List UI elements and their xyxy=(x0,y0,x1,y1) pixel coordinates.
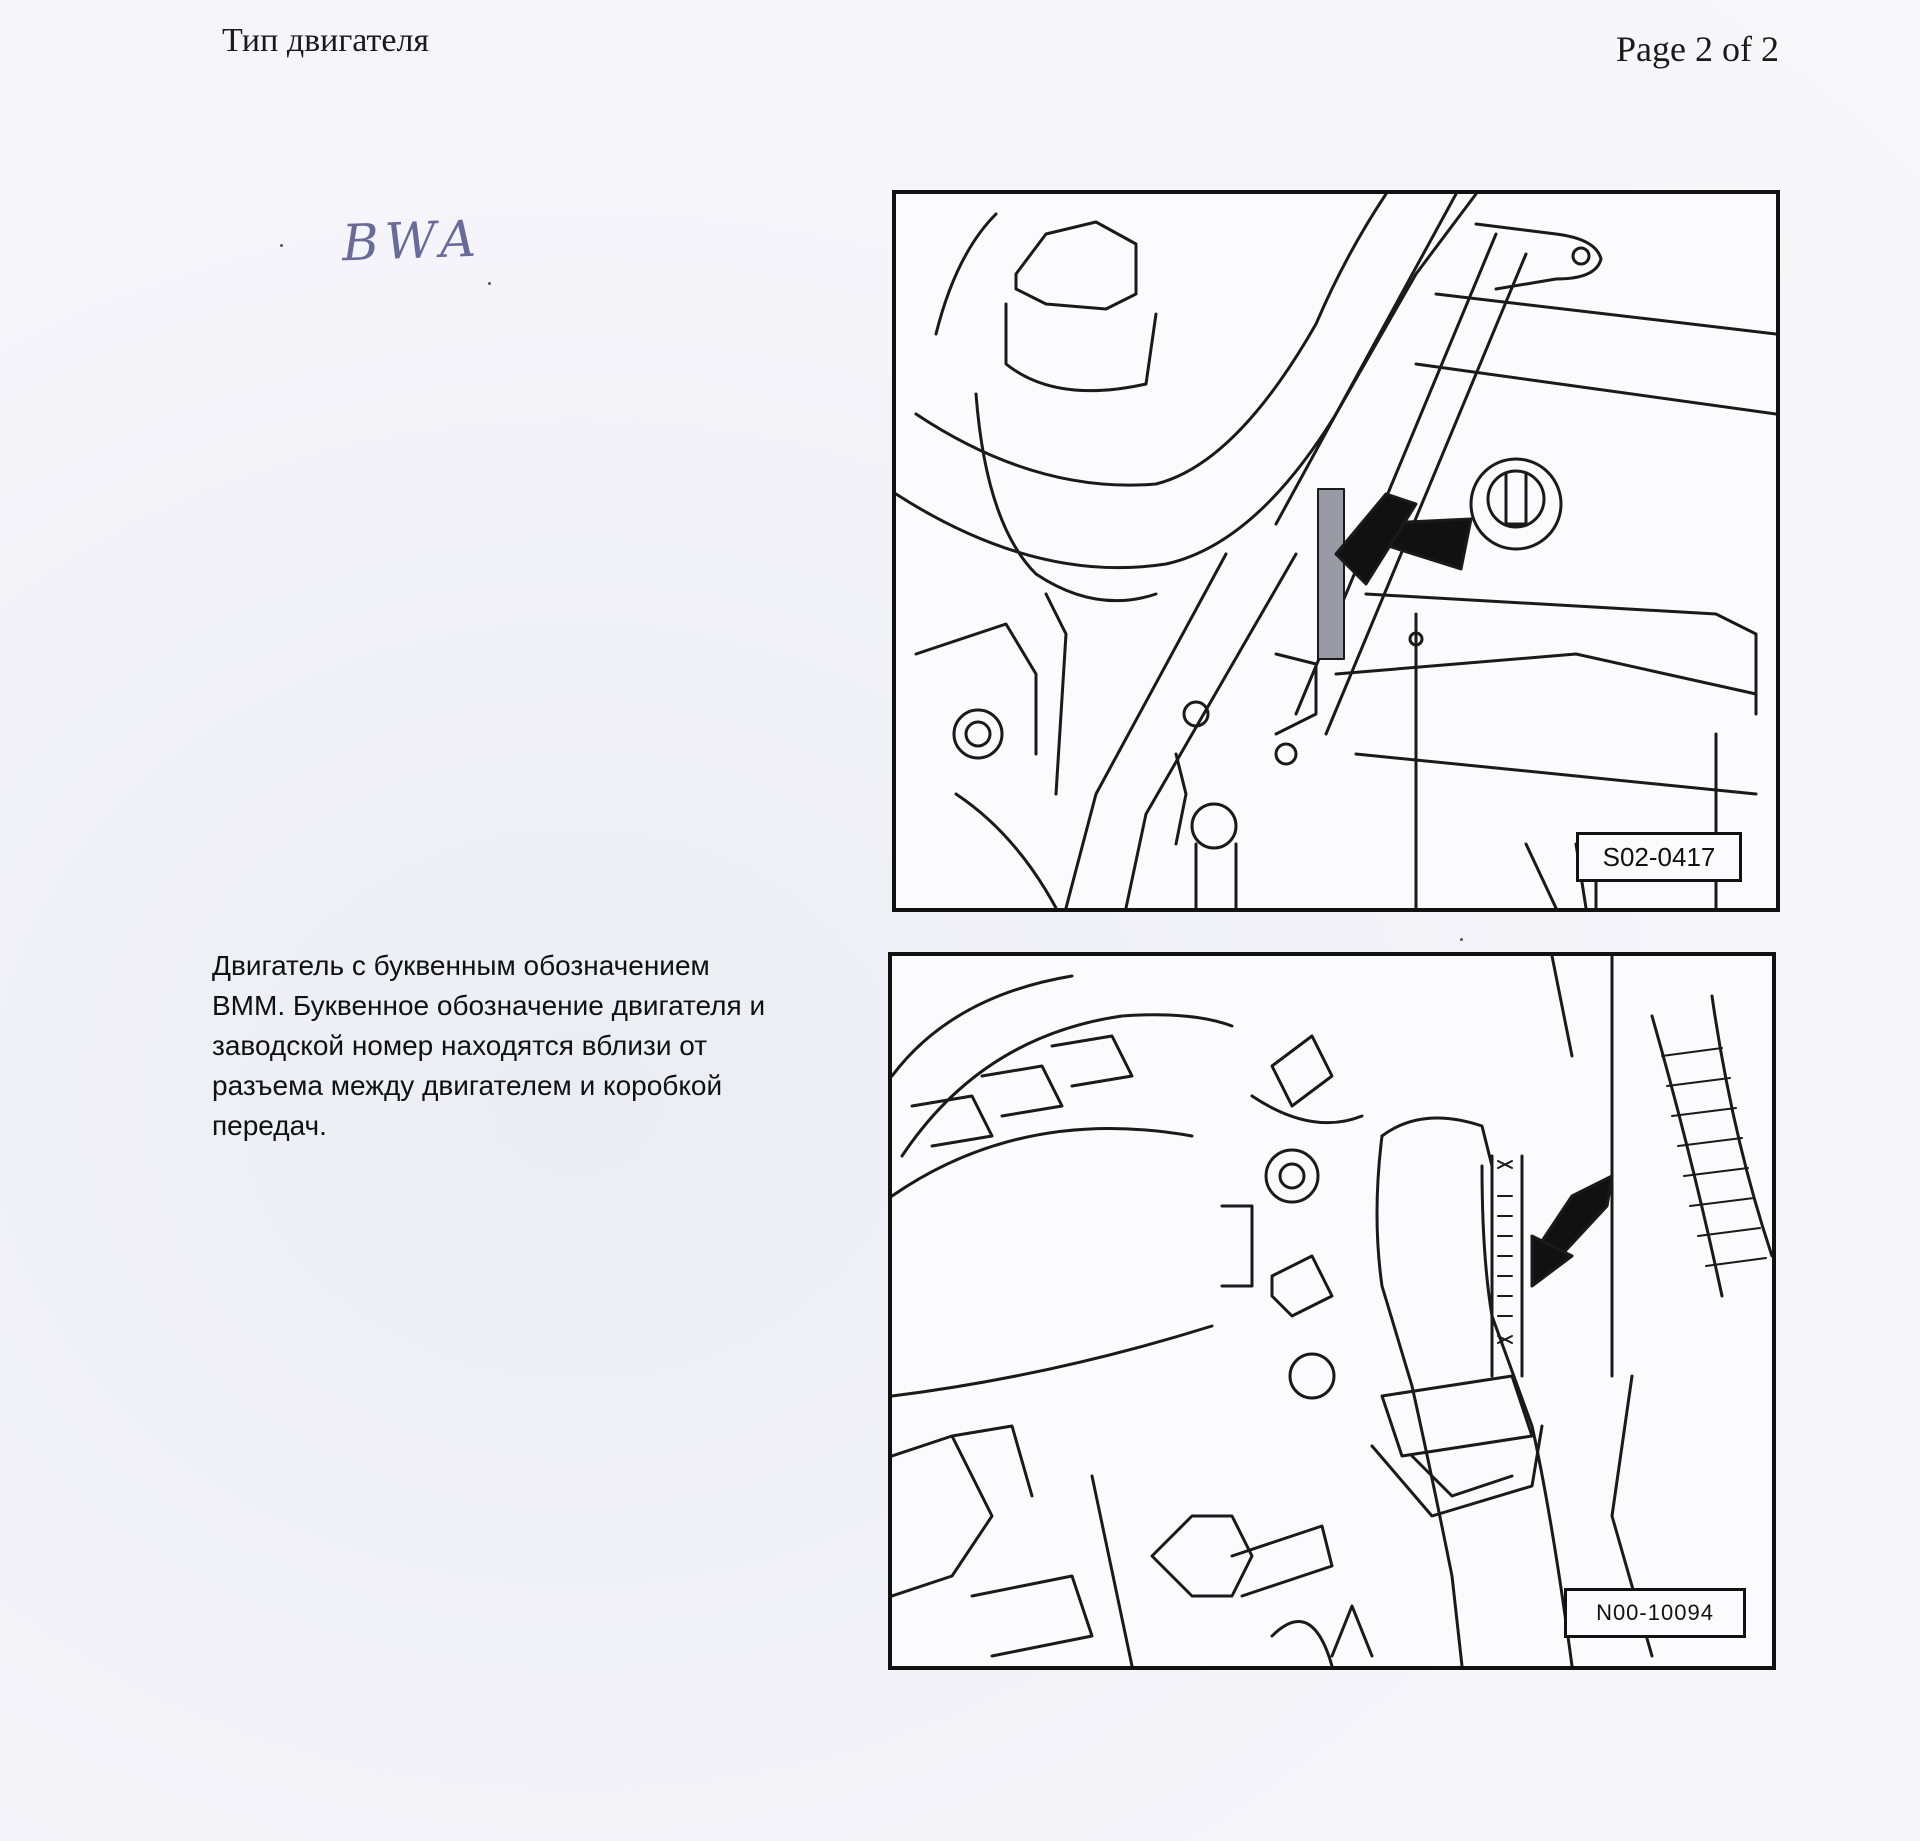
page-number: Page 2 of 2 xyxy=(1616,29,1779,69)
engine-figure-1: S02-0417 xyxy=(892,190,1780,912)
figure-code-label: S02-0417 xyxy=(1576,832,1742,882)
engine-drawing-icon xyxy=(892,956,1772,1666)
caption-line: разъема между двигателем и коробкой xyxy=(212,1070,723,1101)
caption-line: BMM. Буквенное обозначение двигателя и xyxy=(212,990,766,1021)
engine-code-caption: Двигатель с буквенным обозначением BMM. … xyxy=(212,946,892,1146)
handwritten-note: BWA xyxy=(341,209,483,273)
figure-code-label: N00-10094 xyxy=(1564,1588,1746,1638)
scan-speck xyxy=(280,244,283,247)
caption-line: Двигатель с буквенным обозначением xyxy=(212,950,710,981)
caption-line: передач. xyxy=(212,1110,327,1141)
scan-speck xyxy=(488,282,491,285)
engine-figure-2: N00-10094 xyxy=(888,952,1776,1670)
scan-speck xyxy=(1460,938,1463,941)
page-title: Тип двигателя xyxy=(222,22,430,59)
engine-drawing-icon xyxy=(896,194,1776,908)
caption-line: заводской номер находятся вблизи от xyxy=(212,1030,708,1061)
